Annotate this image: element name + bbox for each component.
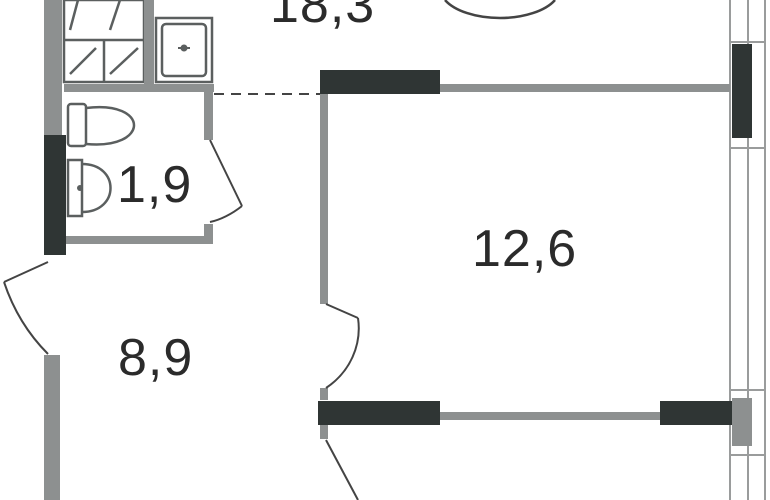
left-wall-upper (44, 0, 62, 135)
bedroom-left-wall-low (320, 388, 328, 400)
left-wall-dark (44, 135, 66, 255)
left-wall-lower (44, 355, 60, 500)
entrance-door[interactable] (3, 261, 49, 355)
bathroom-right-wall-low (204, 224, 213, 244)
round-table (444, 0, 556, 20)
room-area-top: 18,3 (270, 0, 375, 34)
room-area-hallway: 8,9 (118, 329, 193, 387)
bathroom-bottom-wall (66, 236, 212, 244)
sink-cabinet (154, 16, 214, 84)
lower-door[interactable] (325, 439, 359, 500)
bedroom-bottom-wall (440, 412, 660, 420)
bedroom-door[interactable] (325, 303, 360, 389)
washbasin-icon (66, 158, 112, 218)
bedroom-bottom-wall-right (660, 401, 732, 425)
cabinet-base-wall (64, 84, 214, 92)
bathroom-door[interactable] (209, 139, 243, 223)
bedroom-top-wall (440, 84, 730, 92)
bedroom-top-wall-dark (320, 70, 440, 94)
bedroom-bottom-wall-left (318, 401, 440, 425)
toilet-icon (66, 102, 136, 148)
room-area-bathroom: 1,9 (117, 156, 192, 214)
room-area-bedroom: 12,6 (472, 220, 577, 278)
divider-wall (144, 0, 154, 84)
washer-cabinet (62, 0, 146, 84)
bathroom-stub (320, 425, 328, 439)
bedroom-left-wall (320, 94, 328, 304)
right-wall-pier-top (732, 44, 752, 138)
bathroom-right-wall (204, 92, 213, 140)
right-wall-pier-bottom (732, 398, 752, 446)
basin-drain-icon (77, 185, 83, 191)
